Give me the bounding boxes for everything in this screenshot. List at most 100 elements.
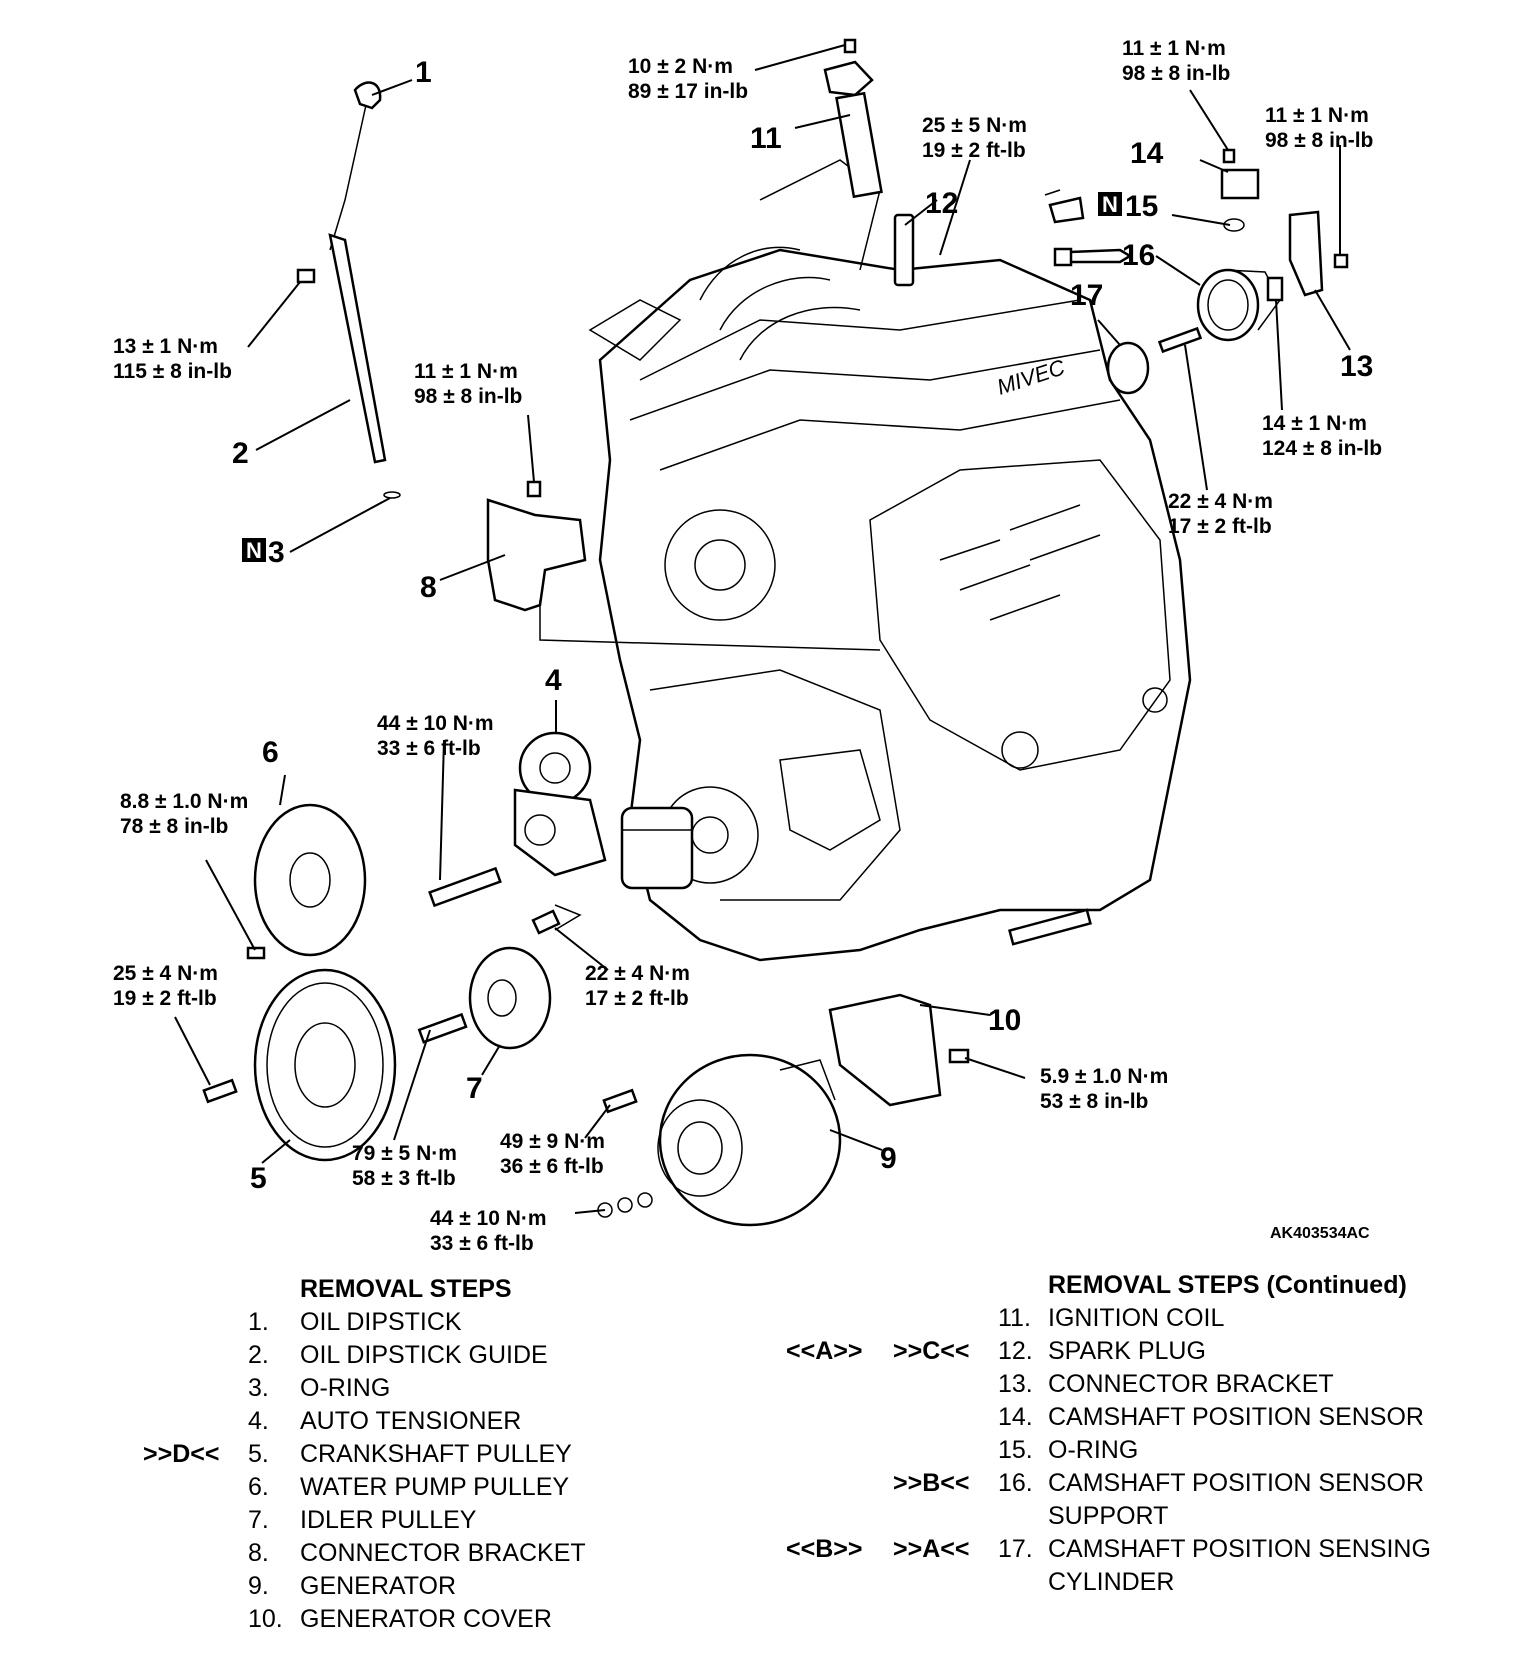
torque-gencov-imp: 53 ± 8 in-lb <box>1040 1090 1148 1113</box>
callout-17: 17 <box>1070 279 1103 312</box>
step-label: CYLINDER <box>1048 1568 1175 1596</box>
callout-3: 3 <box>268 536 285 569</box>
torque-cmp-brkt-nm: 11 ± 1 N·m <box>1265 104 1369 127</box>
step-label: O-RING <box>1048 1436 1139 1464</box>
torque-dipstick-imp: 115 ± 8 in-lb <box>113 360 232 383</box>
torque-wpp-imp: 78 ± 8 in-lb <box>120 815 228 838</box>
ignition-coil <box>823 38 883 199</box>
torque-crank-nm: 25 ± 4 N·m <box>113 962 218 985</box>
sealant-tube-icon <box>1053 247 1133 267</box>
callout-4: 4 <box>545 664 562 697</box>
step-label: CRANKSHAFT PULLEY <box>300 1440 572 1468</box>
step-row: 11. IGNITION COIL <box>760 1302 1536 1335</box>
step-row: 6.WATER PUMP PULLEY <box>0 1471 760 1504</box>
torque-plug-nm: 25 ± 5 N·m <box>922 114 1027 137</box>
callout-5: 5 <box>250 1162 267 1195</box>
step-row: 4. AUTO TENSIONER <box>0 1405 760 1438</box>
torque-idler-imp: 58 ± 3 ft-lb <box>352 1167 456 1190</box>
removal-steps-cont-title: REMOVAL STEPS (Continued) <box>1048 1271 1407 1299</box>
step-label: CONNECTOR BRACKET <box>300 1539 586 1567</box>
camshaft-position-sensor <box>1220 148 1260 200</box>
step-number: 11. <box>998 1304 1031 1332</box>
auto-tensioner <box>428 731 607 935</box>
step-row: SUPPORT <box>760 1500 1536 1533</box>
step-number: 2. <box>248 1341 269 1369</box>
callout-13: 13 <box>1340 350 1373 383</box>
removal-steps-title: REMOVAL STEPS <box>300 1275 512 1303</box>
step-number: 14. <box>998 1403 1033 1431</box>
step-label: OIL DIPSTICK GUIDE <box>300 1341 548 1369</box>
step-row: <<A>>>>C<<12.SPARK PLUG <box>760 1335 1536 1368</box>
step-label: CAMSHAFT POSITION SENSOR <box>1048 1403 1424 1431</box>
torque-gen-nm: 49 ± 9 N·m <box>500 1130 605 1153</box>
step-ref-b: >>C<< <box>893 1337 970 1365</box>
callout-16: 16 <box>1122 239 1155 272</box>
torque-conn8-nm: 11 ± 1 N·m <box>414 360 518 383</box>
step-row: 9.GENERATOR <box>0 1570 760 1603</box>
torque-cmp-brkt-imp: 98 ± 8 in-lb <box>1265 129 1373 152</box>
torque-coil-imp: 89 ± 17 in-lb <box>628 80 748 103</box>
step-row: 15. O-RING <box>760 1434 1536 1467</box>
torque-tens2-nm: 22 ± 4 N·m <box>585 962 690 985</box>
n-mark-15-label: N <box>1102 192 1118 217</box>
step-row: 1.OIL DIPSTICK <box>0 1306 760 1339</box>
step-label: OIL DIPSTICK <box>300 1308 462 1336</box>
step-number: 5. <box>248 1440 269 1468</box>
torque-wpp-nm: 8.8 ± 1.0 N·m <box>120 790 248 813</box>
callout-1: 1 <box>415 56 432 89</box>
torque-coil-nm: 10 ± 2 N·m <box>628 55 733 78</box>
step-label: O-RING <box>300 1374 391 1402</box>
step-row: CYLINDER <box>760 1566 1536 1599</box>
callout-10: 10 <box>988 1004 1021 1037</box>
torque-cmp-top-nm: 11 ± 1 N·m <box>1122 37 1226 60</box>
callout-8: 8 <box>420 571 437 604</box>
step-number: 16. <box>998 1469 1033 1497</box>
step-number: 7. <box>248 1506 269 1534</box>
connector-bracket-8 <box>486 480 881 651</box>
engine-assembly: MIVEC <box>588 159 1192 962</box>
n-mark-3: N <box>242 538 266 563</box>
torque-tens-imp: 33 ± 6 ft-lb <box>377 737 481 760</box>
torque-gen2-imp: 33 ± 6 ft-lb <box>430 1232 534 1250</box>
step-label: GENERATOR COVER <box>300 1605 552 1633</box>
step-number: 4. <box>248 1407 269 1435</box>
callout-6: 6 <box>262 736 279 769</box>
o-ring-3 <box>383 491 401 499</box>
idler-pulley <box>417 946 552 1050</box>
torque-gen2-nm: 44 ± 10 N·m <box>430 1207 547 1230</box>
callout-14: 14 <box>1130 137 1164 170</box>
step-row: 8. CONNECTOR BRACKET <box>0 1537 760 1570</box>
step-ref-b: >>A<< <box>893 1535 970 1563</box>
generator-cover <box>828 908 1092 1107</box>
step-label: AUTO TENSIONER <box>300 1407 522 1435</box>
o-ring-15 <box>1223 218 1245 232</box>
figure-id: AK403534AC <box>1270 1225 1370 1242</box>
spark-plug <box>893 213 915 287</box>
step-label: SPARK PLUG <box>1048 1337 1206 1365</box>
step-row: <<B>>>>A<<17.CAMSHAFT POSITION SENSING <box>760 1533 1536 1566</box>
engine-oil-icon <box>1044 189 1085 224</box>
callout-2: 2 <box>232 437 249 470</box>
step-number: 9. <box>248 1572 269 1600</box>
step-row: >>D<<5.CRANKSHAFT PULLEY <box>0 1438 760 1471</box>
torque-cyl-imp: 17 ± 2 ft-lb <box>1168 515 1272 538</box>
removal-steps-continued: REMOVAL STEPS (Continued) 11. IGNITION CO… <box>760 1268 1536 1599</box>
torque-crank-imp: 19 ± 2 ft-lb <box>113 987 217 1010</box>
step-label: CAMSHAFT POSITION SENSING <box>1048 1535 1431 1563</box>
step-number: 8. <box>248 1539 269 1567</box>
step-number: 10. <box>248 1605 283 1633</box>
step-label: IGNITION COIL <box>1048 1304 1225 1332</box>
step-row: 14. CAMSHAFT POSITION SENSOR <box>760 1401 1536 1434</box>
torque-gencov-nm: 5.9 ± 1.0 N·m <box>1040 1065 1168 1088</box>
n-mark-15: N <box>1098 192 1122 217</box>
torque-tens-nm: 44 ± 10 N·m <box>377 712 494 735</box>
step-number: 12. <box>998 1337 1033 1365</box>
step-number: 15. <box>998 1436 1033 1464</box>
water-pump-pulley <box>246 803 367 960</box>
step-row: 7.IDLER PULLEY <box>0 1504 760 1537</box>
callout-12: 12 <box>925 187 958 220</box>
crankshaft-pulley <box>202 968 397 1162</box>
torque-dipstick-nm: 13 ± 1 N·m <box>113 335 218 358</box>
